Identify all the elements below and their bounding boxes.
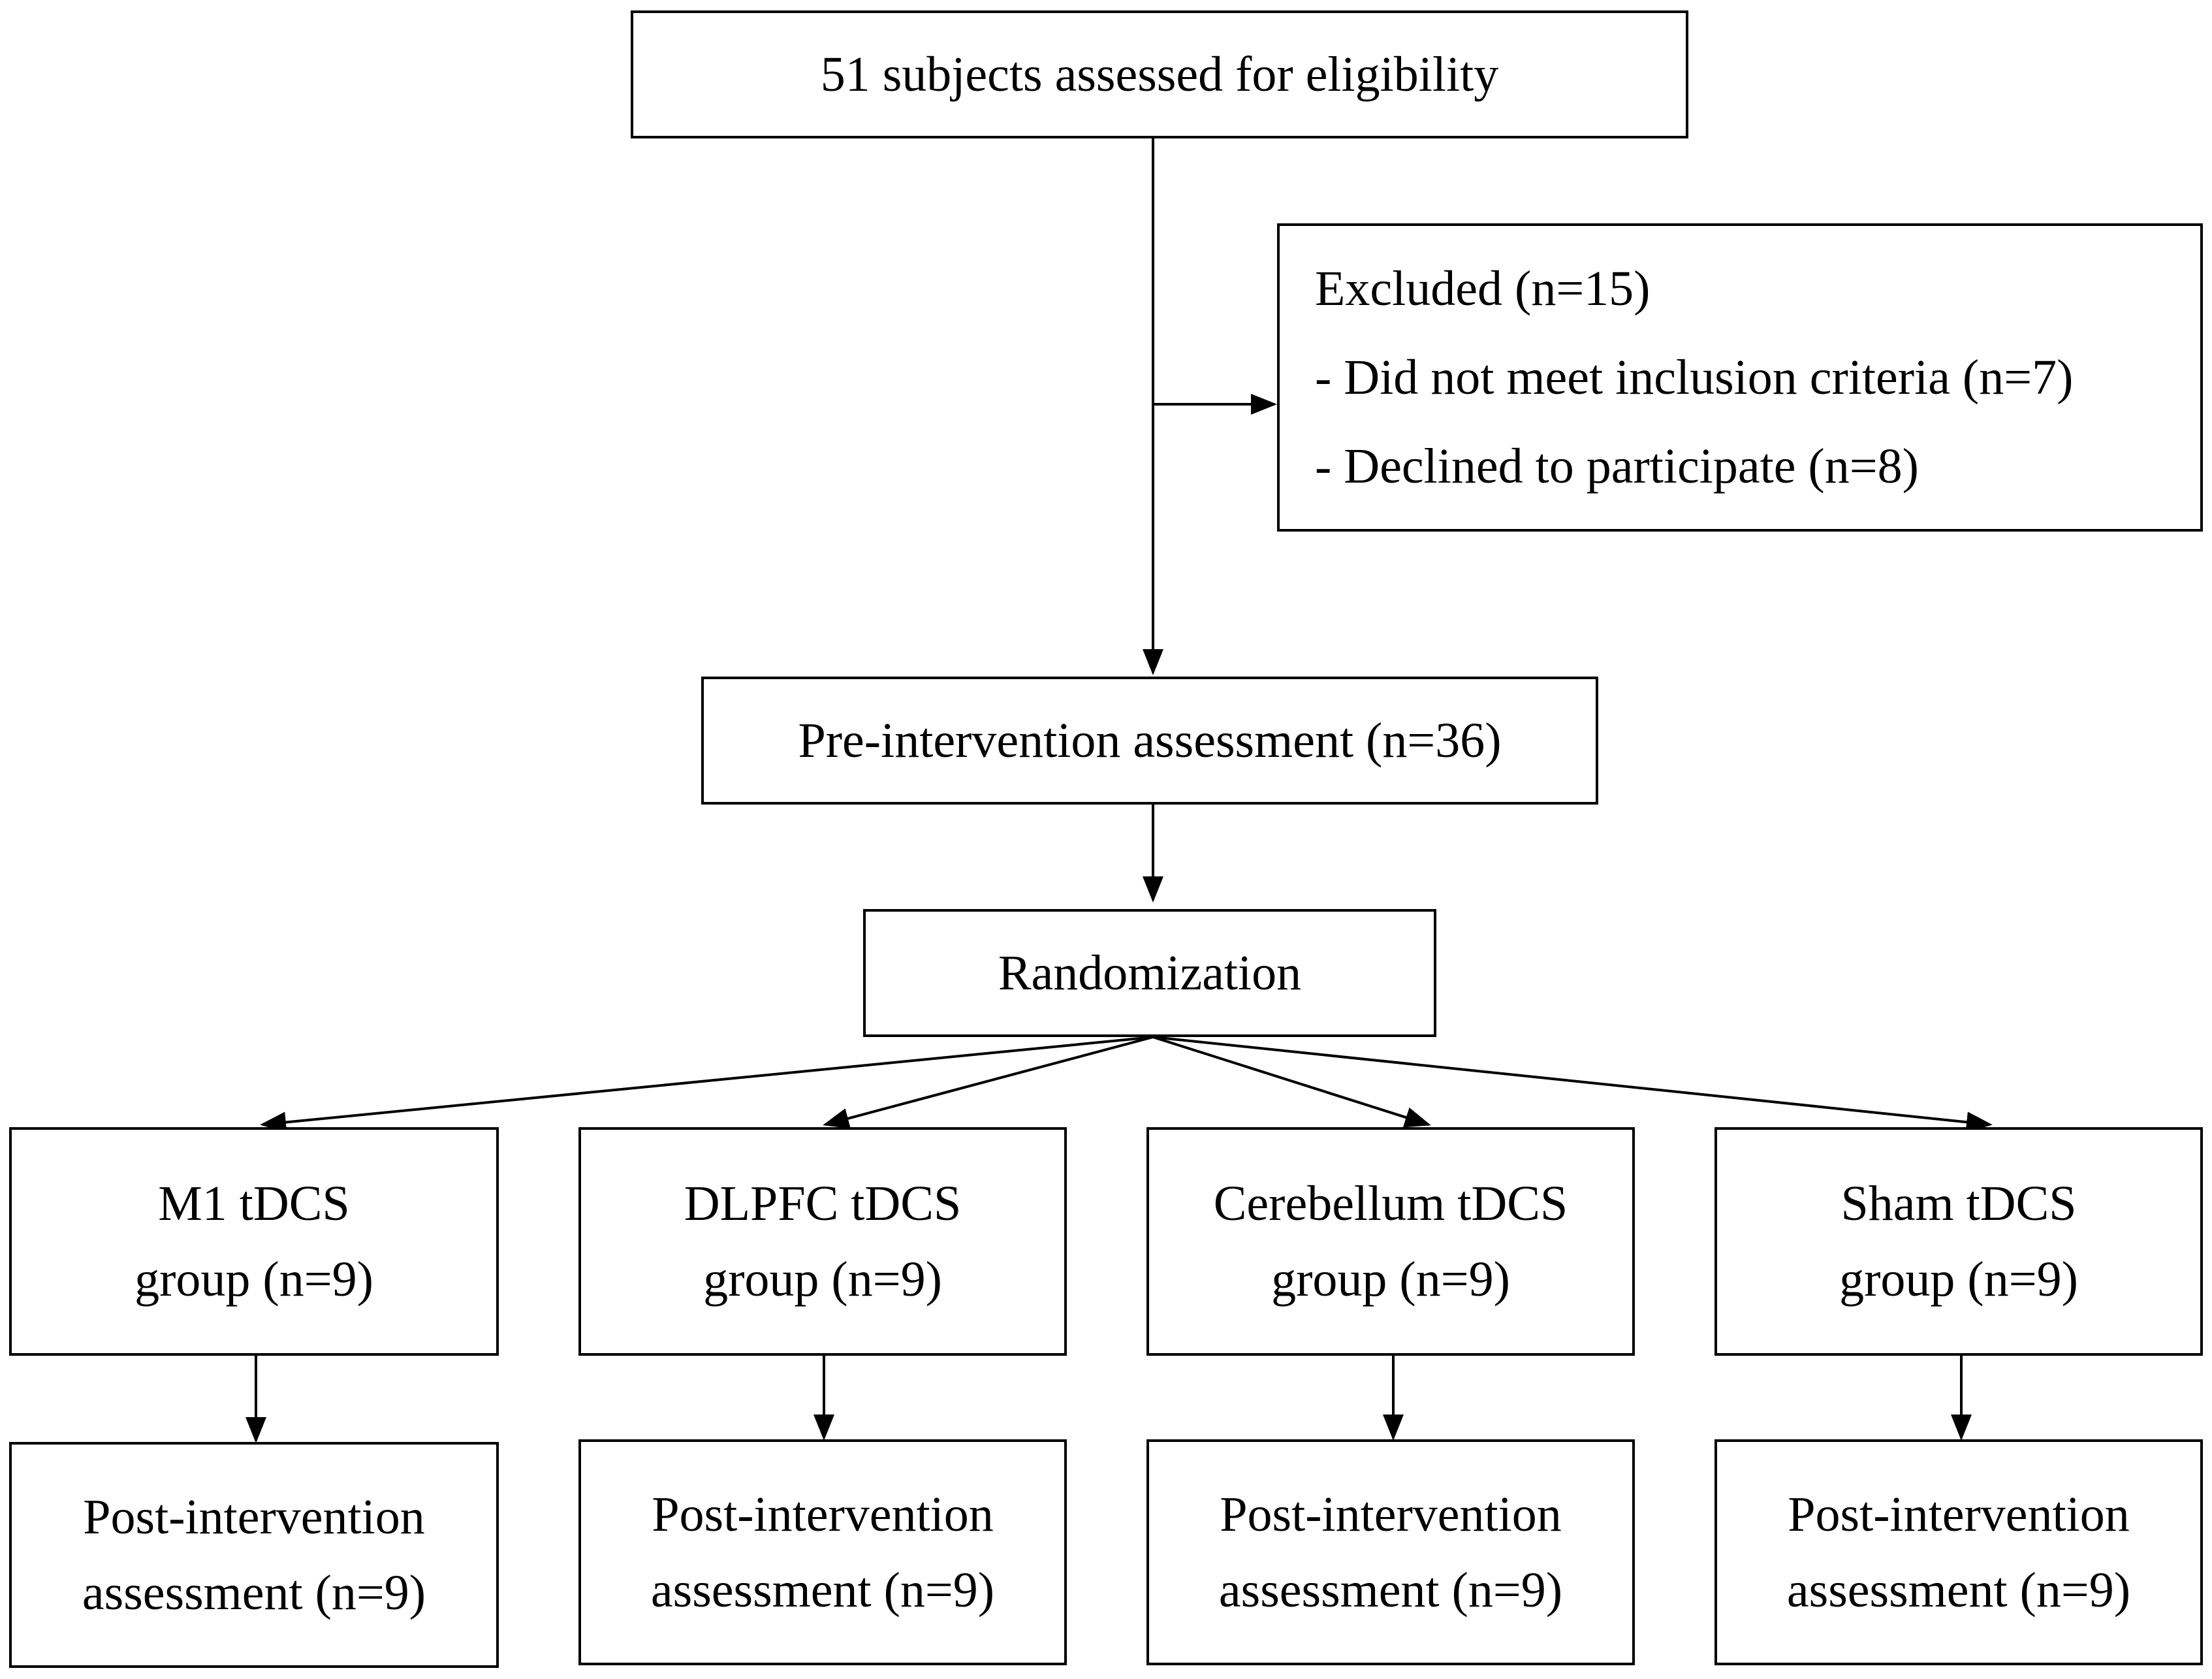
post-box-dlpfc: Post-intervention assessment (n=9) bbox=[578, 1439, 1067, 1665]
group-name: Cerebellum tDCS bbox=[1213, 1176, 1568, 1231]
excluded-reason-inclusion: - Did not meet inclusion criteria (n=7) bbox=[1315, 350, 2074, 405]
post-title: Post-intervention bbox=[83, 1490, 425, 1544]
group-name: DLPFC tDCS bbox=[684, 1176, 962, 1231]
group-size: group (n=9) bbox=[703, 1252, 942, 1307]
pre-intervention-text: Pre-intervention assessment (n=36) bbox=[798, 713, 1502, 768]
post-size: assessment (n=9) bbox=[650, 1563, 995, 1618]
post-title: Post-intervention bbox=[1220, 1487, 1562, 1542]
post-size: assessment (n=9) bbox=[82, 1565, 426, 1620]
randomization-text: Randomization bbox=[998, 946, 1302, 1000]
post-box-sham: Post-intervention assessment (n=9) bbox=[1714, 1439, 2203, 1665]
group-name: M1 tDCS bbox=[158, 1176, 350, 1231]
group-box-cerebellum: Cerebellum tDCS group (n=9) bbox=[1146, 1127, 1635, 1356]
group-box-m1: M1 tDCS group (n=9) bbox=[9, 1127, 499, 1356]
group-size: group (n=9) bbox=[134, 1252, 373, 1307]
post-size: assessment (n=9) bbox=[1218, 1563, 1563, 1618]
arrow-randomization-to-cerebellum bbox=[1152, 1036, 1431, 1128]
post-box-m1: Post-intervention assessment (n=9) bbox=[9, 1442, 499, 1668]
group-box-sham: Sham tDCS group (n=9) bbox=[1714, 1127, 2203, 1356]
excluded-reason-declined: - Declined to participate (n=8) bbox=[1315, 439, 1919, 494]
post-box-cerebellum: Post-intervention assessment (n=9) bbox=[1146, 1439, 1635, 1665]
arrow-randomization-to-sham bbox=[1152, 1036, 1993, 1133]
pre-intervention-box: Pre-intervention assessment (n=36) bbox=[701, 677, 1598, 805]
post-title: Post-intervention bbox=[652, 1487, 994, 1542]
eligibility-text: 51 subjects assessed for eligibility bbox=[820, 47, 1499, 102]
arrow-randomization-to-dlpfc bbox=[823, 1036, 1154, 1129]
group-size: group (n=9) bbox=[1839, 1252, 2078, 1307]
group-name: Sham tDCS bbox=[1841, 1176, 2077, 1231]
excluded-box: Excluded (n=15) - Did not meet inclusion… bbox=[1277, 223, 2203, 532]
group-box-dlpfc: DLPFC tDCS group (n=9) bbox=[578, 1127, 1067, 1356]
group-size: group (n=9) bbox=[1271, 1252, 1510, 1307]
randomization-box: Randomization bbox=[863, 909, 1436, 1037]
post-size: assessment (n=9) bbox=[1786, 1563, 2131, 1618]
excluded-title: Excluded (n=15) bbox=[1315, 261, 1651, 316]
eligibility-box: 51 subjects assessed for eligibility bbox=[631, 10, 1688, 138]
post-title: Post-intervention bbox=[1788, 1487, 2130, 1542]
arrow-randomization-to-m1 bbox=[260, 1036, 1154, 1133]
